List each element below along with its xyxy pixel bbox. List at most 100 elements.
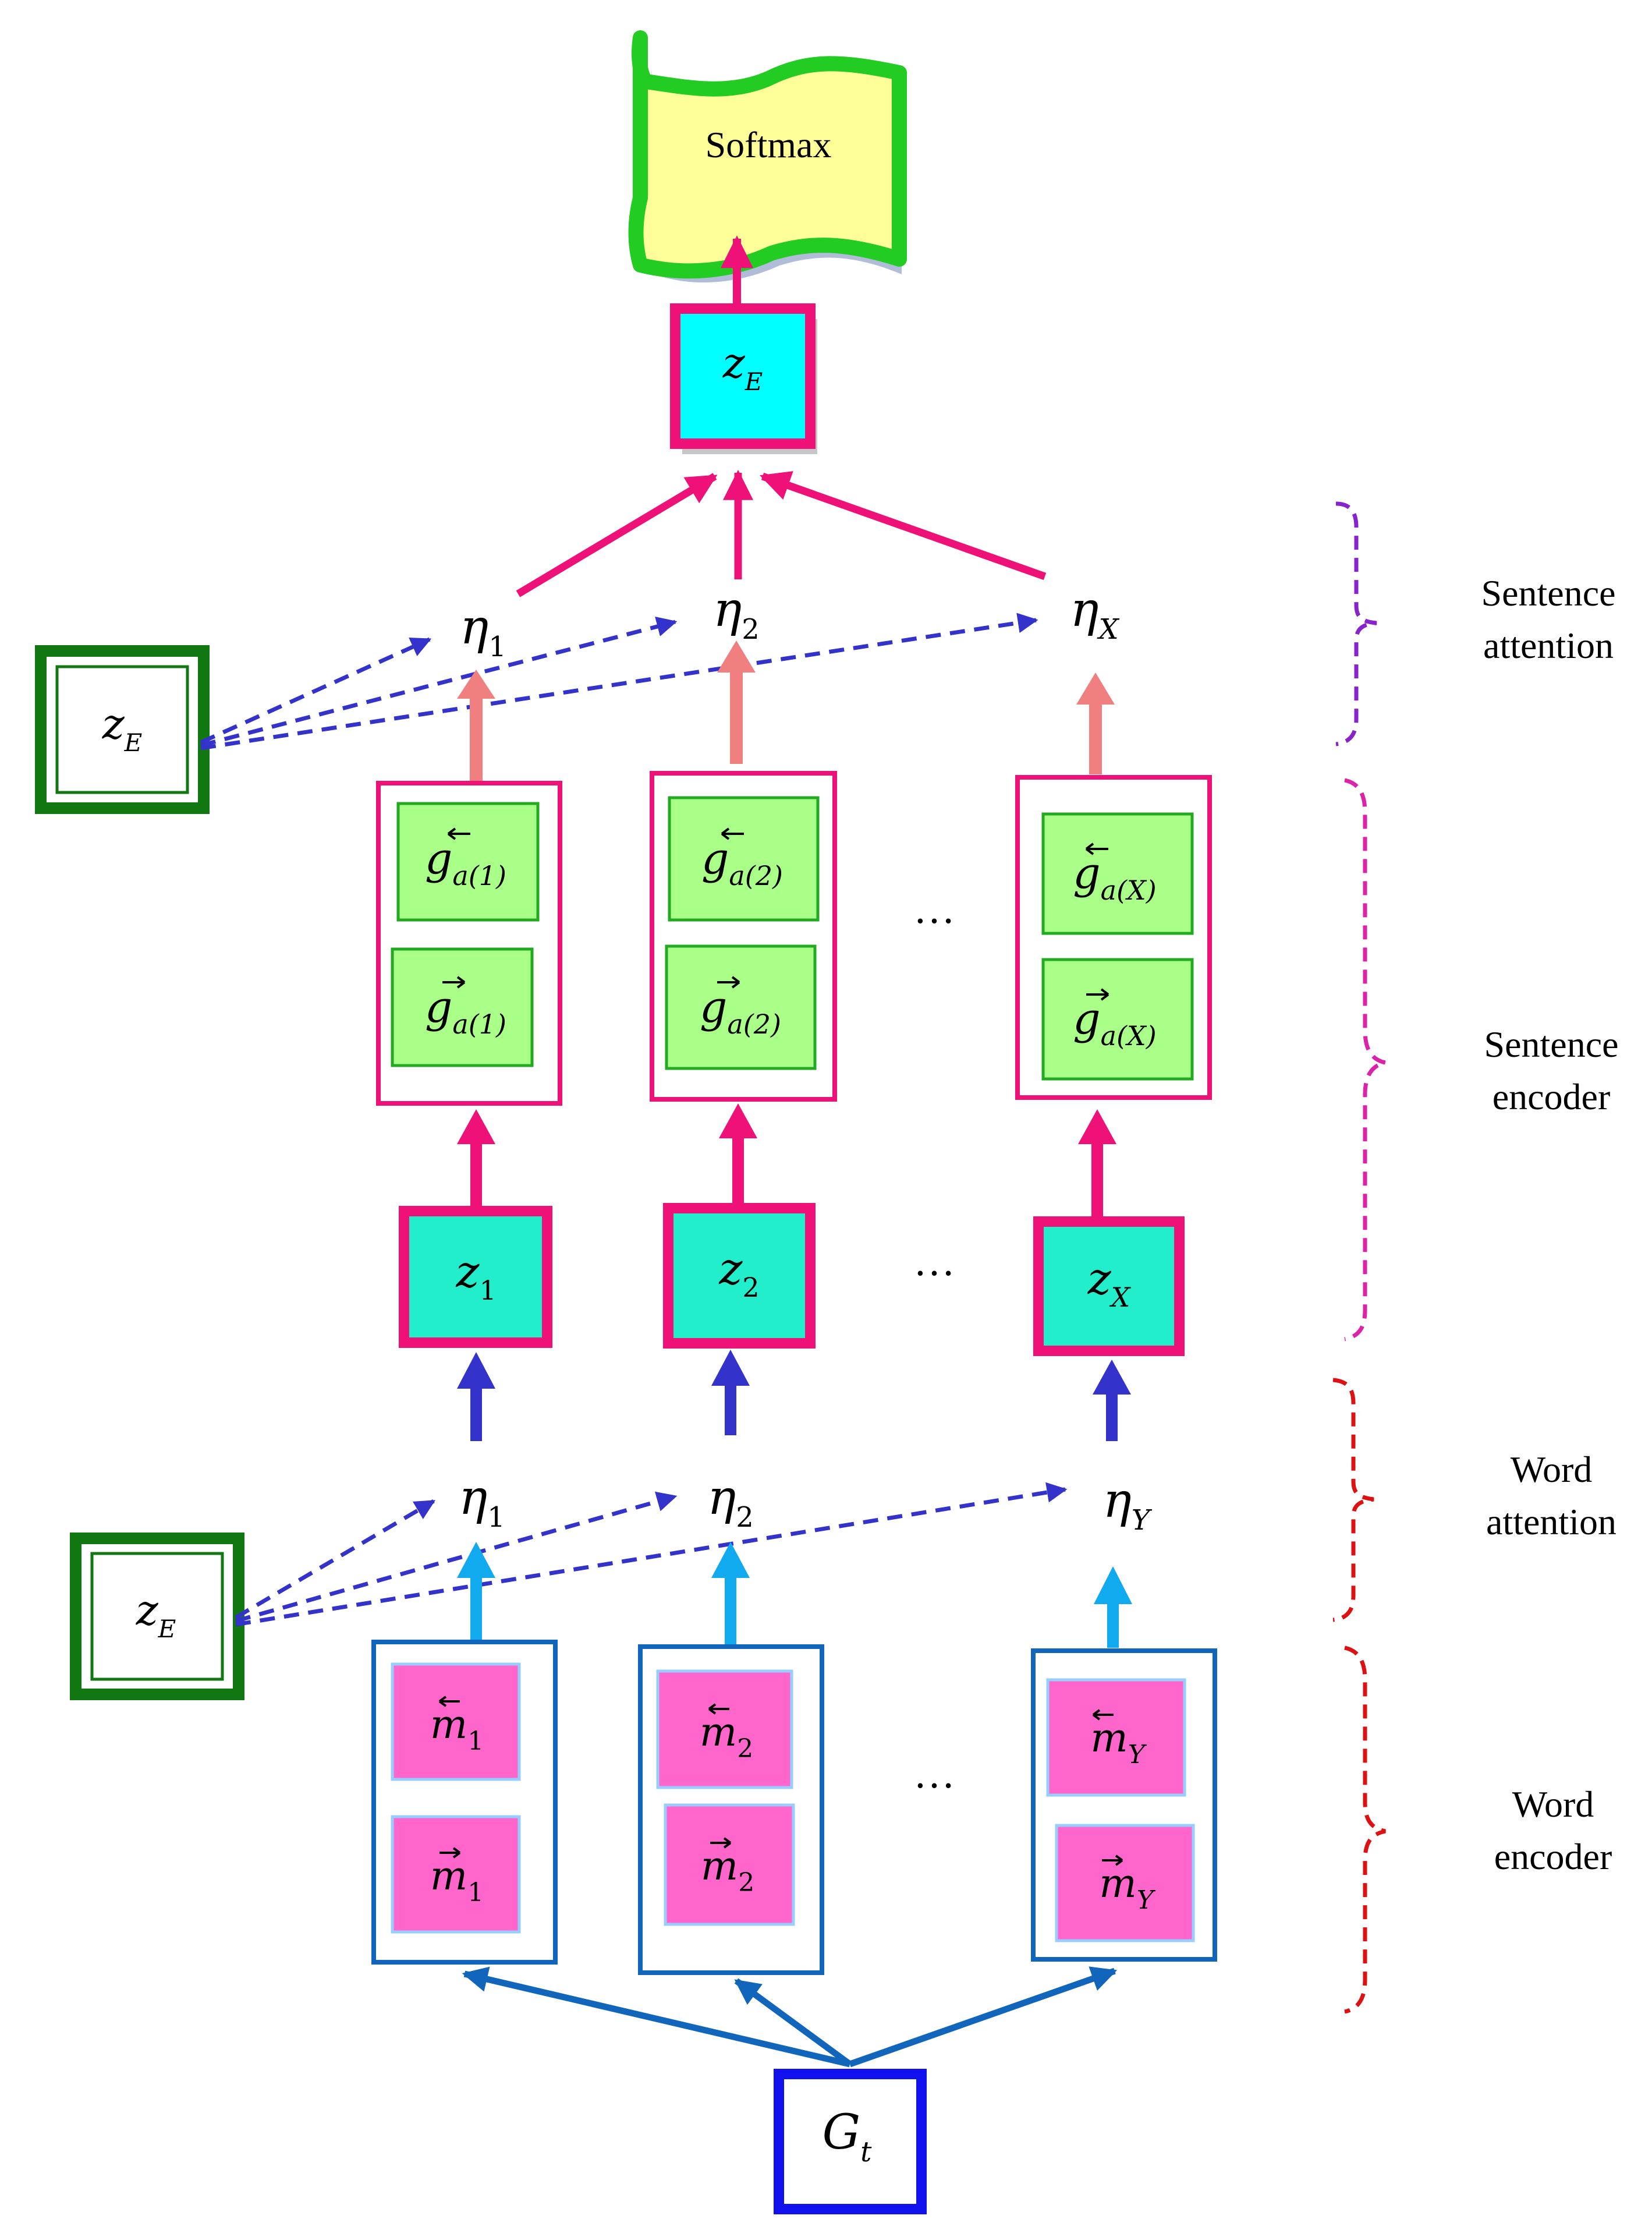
- sentence-context-inner-box: [55, 665, 189, 794]
- sentence-encoder-ellipsis: …: [913, 886, 955, 932]
- word-attn-y-sub: Y: [1132, 1504, 1153, 1537]
- right-arrow-accent: [442, 976, 466, 989]
- word-backward-y-main: m: [1090, 1715, 1128, 1761]
- right-arrow-accent: [710, 1837, 732, 1849]
- svg-text:z1: z1: [455, 1245, 496, 1306]
- word-forward-1-sub: 1: [467, 1878, 484, 1907]
- arrow-etax-to-ze: [760, 471, 1047, 581]
- word-encoder-cell-2: m2 m2: [638, 1644, 824, 1975]
- document-vector-main: z: [722, 338, 746, 387]
- sentence-encoder-to-attention-arrows: [457, 640, 1115, 783]
- sentence-attn-2-main: η: [713, 582, 742, 638]
- sentence-forward-x-sub: a(X): [1101, 1020, 1157, 1052]
- svg-text:ga(1): ga(1): [425, 834, 506, 891]
- word-forward-state-2: [664, 1803, 795, 1926]
- left-arrow-accent: [708, 1703, 729, 1715]
- word-attn-2-main: η: [707, 1470, 736, 1526]
- word-attention-layer: η 1 η2 ηY: [459, 1470, 1153, 1537]
- word-attn-1-sub: 1: [487, 1501, 505, 1534]
- svg-text:z2: z2: [718, 1243, 759, 1303]
- svg-text:m2: m2: [701, 1843, 754, 1898]
- svg-text:Gt: Gt: [823, 2105, 873, 2168]
- brace-sentence-encoder: [1344, 778, 1386, 1342]
- word-encoder-to-attention-arrows: [457, 1542, 1132, 1648]
- sentence-forward-state-x: [1041, 958, 1194, 1081]
- word-encoder-layer: m1 m1 m2 m2 mY: [371, 1640, 1217, 1975]
- dashed-arrow-to-sent-etax: [200, 613, 1038, 751]
- softmax-layer: Softmax: [628, 30, 907, 283]
- sentence-encoder-layer: ga(1) ga(1) ga(2) ga(2): [376, 771, 1212, 1106]
- sentence-forward-2-sub: a(2): [727, 1008, 781, 1040]
- sentence-backward-state-x: [1041, 812, 1194, 935]
- word-backward-state-2: [656, 1669, 793, 1789]
- svg-text:ηX: ηX: [1070, 582, 1119, 646]
- softmax-label: Softmax: [706, 124, 832, 165]
- sentence-attn-1-main: η: [460, 600, 488, 655]
- word-forward-state-1: [391, 1815, 521, 1934]
- dashed-arrow-to-word-eta2: [235, 1491, 678, 1623]
- document-vector-sub: E: [745, 367, 763, 396]
- sentence-backward-x-main: g: [1073, 848, 1100, 898]
- sentence-attn-2-sub: 2: [742, 613, 760, 646]
- svg-text:zE: zE: [136, 1585, 176, 1643]
- sentence-vector-x-sub: X: [1109, 1282, 1132, 1313]
- label-sentence-attention-1: Sentence: [1481, 572, 1616, 614]
- svg-text:zE: zE: [722, 338, 763, 396]
- word-backward-1-main: m: [430, 1702, 467, 1748]
- right-arrow-accent: [439, 1847, 461, 1859]
- sentence-attn-x-main: η: [1070, 582, 1098, 638]
- input-main: G: [823, 2105, 861, 2160]
- dashed-arrow-to-sent-eta1: [200, 637, 432, 745]
- label-word-attention-1: Word: [1511, 1449, 1593, 1490]
- sentence-forward-state-2: [665, 944, 817, 1070]
- word-backward-state-y: [1046, 1678, 1186, 1797]
- arrow-input-to-word-cell-y: [849, 1966, 1118, 2068]
- sentence-backward-x-sub: a(X): [1101, 875, 1157, 906]
- sentence-forward-1-sub: a(1): [452, 1008, 506, 1040]
- sentence-vector-x-main: z: [1087, 1252, 1112, 1304]
- sentence-forward-x-main: g: [1073, 994, 1100, 1044]
- svg-text:m2: m2: [700, 1710, 753, 1764]
- left-arrow-accent: [1092, 1709, 1114, 1721]
- sentence-vector-2: [663, 1203, 816, 1349]
- sentence-context-main: z: [102, 699, 125, 748]
- side-annotations: Sentence attention Sentence encoder Word…: [1332, 501, 1619, 2014]
- input-node: Gt: [774, 2069, 927, 2214]
- sentence-attention-layer: η1 η2 ηX: [460, 582, 1119, 663]
- word-encoder-cell-y: mY mY: [1031, 1648, 1217, 1962]
- word-encoder-ellipsis: …: [913, 1750, 955, 1797]
- arrow-eta1-to-ze: [516, 473, 718, 597]
- sentence-context-dashed-arrows: [200, 613, 1038, 751]
- label-sentence-encoder-2: encoder: [1493, 1076, 1611, 1117]
- svg-text:ηY: ηY: [1103, 1473, 1153, 1537]
- word-context-sub: E: [158, 1615, 176, 1643]
- sentence-backward-state-1: [396, 802, 540, 922]
- right-arrow-accent: [1102, 1855, 1123, 1866]
- sentence-forward-2-main: g: [700, 982, 727, 1032]
- sentence-context-outer-box: [35, 645, 210, 814]
- label-word-attention-2: attention: [1486, 1501, 1616, 1542]
- word-backward-2-sub: 2: [737, 1734, 753, 1764]
- svg-text:η2: η2: [707, 1470, 754, 1534]
- sentence-attn-1-sub: 1: [488, 631, 506, 663]
- sentence-backward-1-main: g: [425, 834, 452, 884]
- sentence-vector-ellipsis: …: [913, 1238, 955, 1284]
- word-context-vector-node: zE: [70, 1533, 244, 1700]
- svg-text:ga(X): ga(X): [1073, 848, 1156, 906]
- left-arrow-accent: [447, 827, 470, 840]
- word-context-main: z: [136, 1585, 159, 1634]
- svg-text:m1: m1: [430, 1853, 484, 1907]
- brace-word-attention: [1332, 1378, 1374, 1622]
- svg-text:mY: mY: [1099, 1861, 1155, 1915]
- sentence-backward-2-sub: a(2): [729, 860, 783, 891]
- svg-text:zX: zX: [1087, 1252, 1132, 1313]
- word-attention-to-sentence-arrows: [457, 1350, 1131, 1441]
- sentence-vector-to-encoder-arrows: [457, 1103, 1116, 1217]
- sentence-backward-1-sub: a(1): [452, 860, 506, 891]
- word-context-dashed-arrows: [235, 1482, 1068, 1627]
- sentence-backward-2-main: g: [701, 834, 729, 884]
- word-forward-2-sub: 2: [738, 1868, 754, 1898]
- left-arrow-accent: [1085, 843, 1108, 855]
